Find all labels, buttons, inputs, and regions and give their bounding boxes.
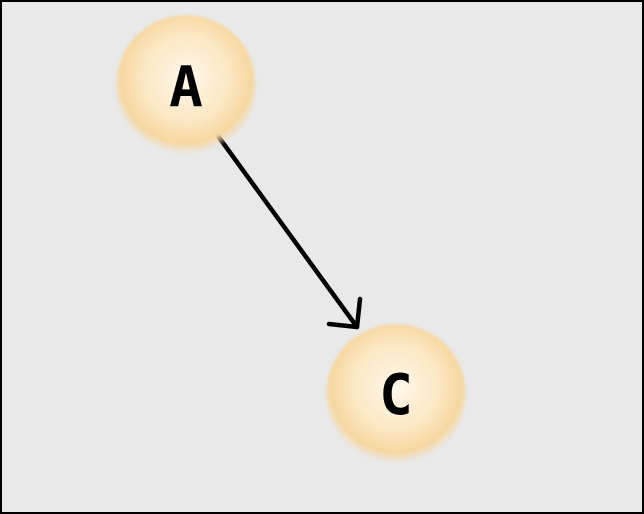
node-c[interactable]: C	[326, 324, 466, 464]
arrowhead-icon	[326, 296, 363, 330]
node-a[interactable]: A	[116, 15, 256, 155]
node-a-circle	[116, 15, 256, 155]
node-c-label: C	[379, 363, 413, 428]
edge-a-to-c	[215, 133, 363, 330]
node-c-circle	[326, 324, 466, 464]
node-a-label: A	[169, 55, 203, 120]
edge-line	[215, 133, 360, 330]
